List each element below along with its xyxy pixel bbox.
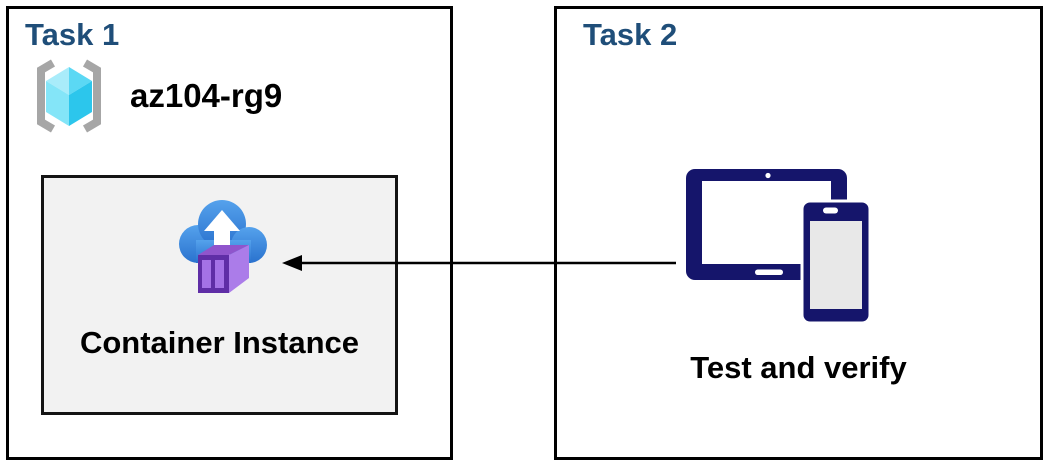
phone-icon [800,199,872,325]
resource-group-row: az104-rg9 [28,59,282,133]
resource-group-name: az104-rg9 [130,77,283,114]
tablet-and-phone-icon [686,169,872,325]
resource-group-icon [37,59,101,133]
container-instance-icon [179,200,267,293]
task2-box: Task 2 Test and verify [554,6,1043,460]
arrowhead-left [282,255,302,271]
task2-title: Task 2 [583,17,678,52]
task1-title: Task 1 [25,17,120,52]
container-instance-box: Container Instance [41,175,398,415]
upload-arrow [204,210,240,258]
task1-box: Task 1 az104-rg9 [6,6,453,460]
devices-caption: Test and verify [690,350,907,385]
connector-arrow [282,255,676,271]
container-instance-label: Container Instance [79,325,360,360]
container-cube [198,245,249,293]
